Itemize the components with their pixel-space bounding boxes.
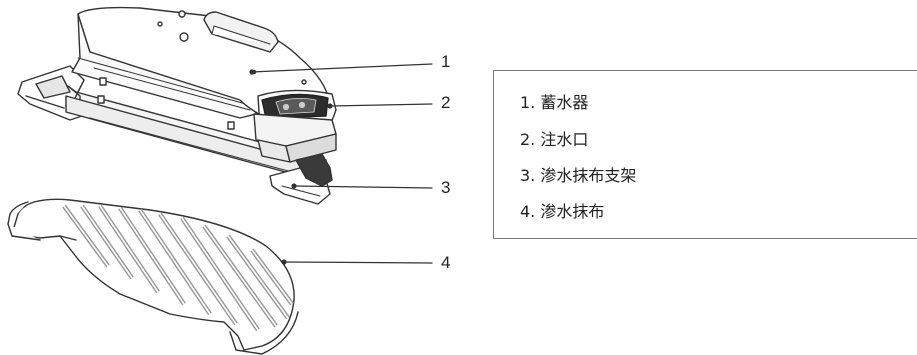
callout-3: 3 [441,178,451,197]
legend-box: 1. 蓄水器 2. 注水口 3. 渗水抹布支架 4. 渗水抹布 [493,70,917,239]
callout-2: 2 [441,93,451,112]
legend-item-mop-holder: 3. 渗水抹布支架 [520,166,637,185]
leader-line-1 [251,63,433,73]
leader-line-3 [293,185,433,189]
legend-item-water-inlet: 2. 注水口 [520,130,589,149]
legend-item-water-tank: 1. 蓄水器 [520,93,589,112]
legend-item-mop-pad: 4. 渗水抹布 [520,202,605,221]
callout-1: 1 [441,52,451,71]
callout-4: 4 [441,253,451,272]
leader-line-2 [329,103,433,107]
water-tank [17,6,337,205]
leader-line-4 [283,261,433,264]
leader-lines [249,63,433,265]
mop-pad [7,198,299,355]
